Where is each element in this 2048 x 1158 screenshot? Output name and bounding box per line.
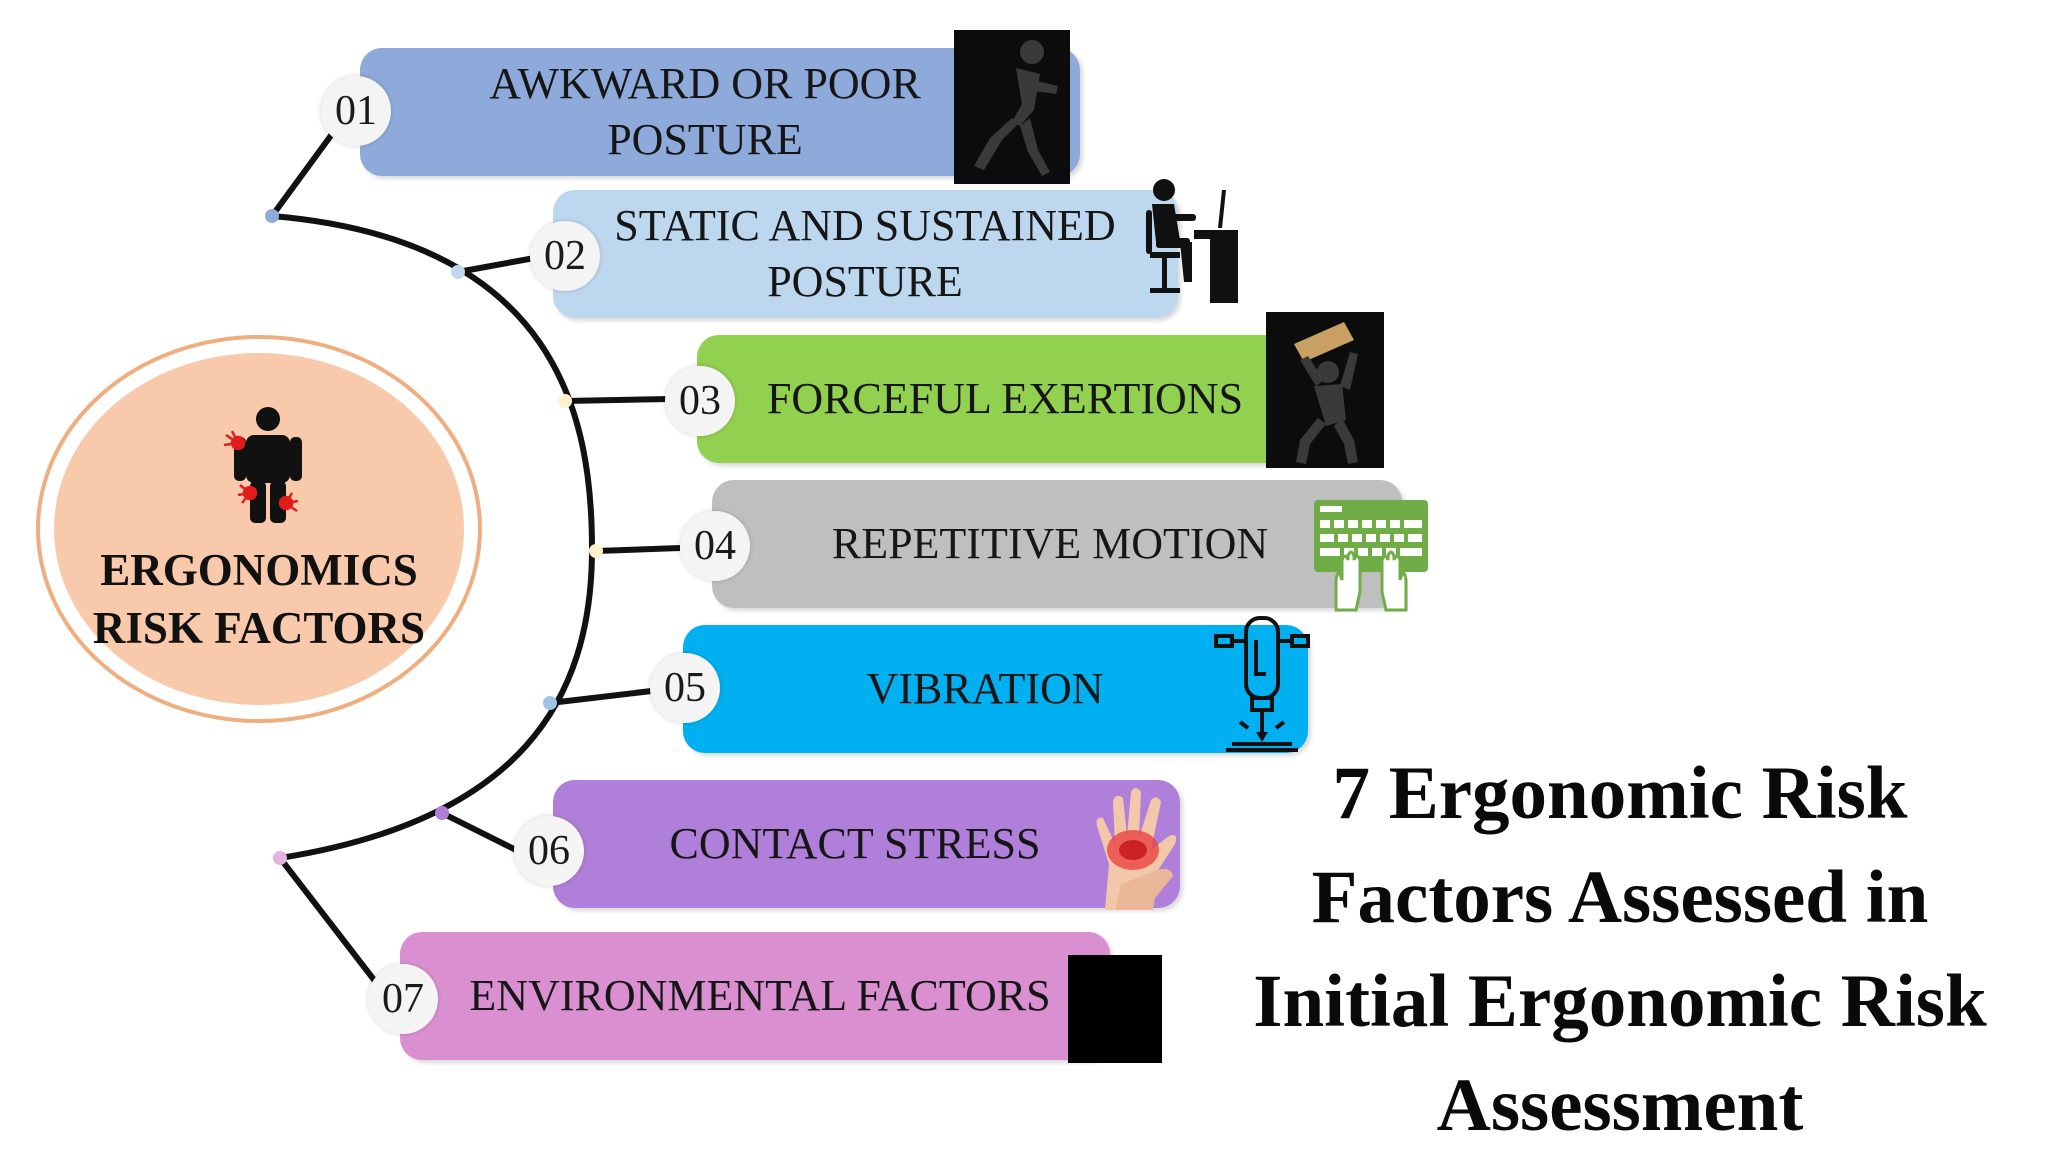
- black-square-icon: [1068, 955, 1162, 1063]
- lifting-box-icon: [1266, 312, 1384, 468]
- hub-title: ERGONOMICS RISK FACTORS: [54, 541, 464, 657]
- factor-number-04: 04: [680, 511, 750, 581]
- factor-label-06-line1: CONTACT STRESS: [669, 819, 1041, 868]
- factor-bar-07: [400, 932, 1110, 1060]
- factor-label-07-line1: ENVIRONMENTAL FACTORS: [469, 971, 1051, 1020]
- connector-dot: [435, 806, 449, 820]
- factor-label-01-line1: AWKWARD OR POOR: [489, 59, 921, 108]
- headline-line4: Assessment: [1436, 1064, 1804, 1147]
- factor-bar-06: [553, 780, 1180, 908]
- factor-number-03: 03: [665, 366, 735, 436]
- factor-bar-02: [553, 190, 1178, 318]
- factor-label-03: FORCEFUL EXERTIONS: [740, 335, 1270, 463]
- factor-label-02-line1: STATIC AND SUSTAINED: [614, 201, 1116, 250]
- headline-line2: Factors Assessed in: [1311, 856, 1929, 939]
- factor-label-04: REPETITIVE MOTION: [780, 480, 1320, 608]
- headline-line1: 7 Ergonomic Risk: [1332, 752, 1908, 835]
- factor-label-02-line2: POSTURE: [767, 257, 963, 306]
- factor-label-07: ENVIRONMENTAL FACTORS: [440, 932, 1080, 1060]
- factor-label-01: AWKWARD OR POOR POSTURE: [390, 48, 1020, 176]
- factor-number-02: 02: [530, 221, 600, 291]
- factor-label-04-line1: REPETITIVE MOTION: [831, 519, 1269, 568]
- factor-label-05-line1: VIBRATION: [866, 664, 1104, 713]
- factor-number-07: 07: [368, 964, 438, 1034]
- hub-title-line1: ERGONOMICS: [100, 545, 418, 595]
- hub-fill: ERGONOMICS RISK FACTORS: [54, 353, 464, 705]
- factor-label-02: STATIC AND SUSTAINED POSTURE: [590, 190, 1140, 318]
- jackhammer-icon: [1214, 616, 1310, 752]
- hub-title-line2: RISK FACTORS: [92, 603, 426, 653]
- painful-hand-icon: [1096, 788, 1177, 910]
- ergonomics-hub: ERGONOMICS RISK FACTORS: [36, 335, 482, 723]
- factor-label-01-line2: POSTURE: [607, 115, 803, 164]
- headline: 7 Ergonomic Risk Factors Assessed in Ini…: [1200, 742, 2040, 1158]
- connector-dot: [265, 209, 279, 223]
- factor-label-05: VIBRATION: [740, 625, 1230, 753]
- factor-number-06: 06: [514, 816, 584, 886]
- factor-bar-05: [683, 625, 1308, 753]
- typing-keyboard-icon: [1314, 500, 1428, 612]
- connector-dot: [273, 851, 287, 865]
- factor-number-01: 01: [321, 76, 391, 146]
- connector-dot: [589, 544, 603, 558]
- bending-person-icon: [954, 30, 1070, 184]
- connector-dot: [558, 394, 572, 408]
- headline-line3: Initial Ergonomic Risk: [1253, 960, 1987, 1043]
- connector-dot: [451, 265, 465, 279]
- factor-label-03-line1: FORCEFUL EXERTIONS: [766, 374, 1244, 423]
- person-at-desk-icon: [1146, 179, 1238, 303]
- person-pain-points-icon: [223, 407, 302, 523]
- factor-number-05: 05: [650, 653, 720, 723]
- factor-bar-03: [697, 335, 1362, 463]
- factor-label-06: CONTACT STRESS: [610, 780, 1100, 908]
- factor-bar-04: [712, 480, 1402, 608]
- connector-dot: [543, 696, 557, 710]
